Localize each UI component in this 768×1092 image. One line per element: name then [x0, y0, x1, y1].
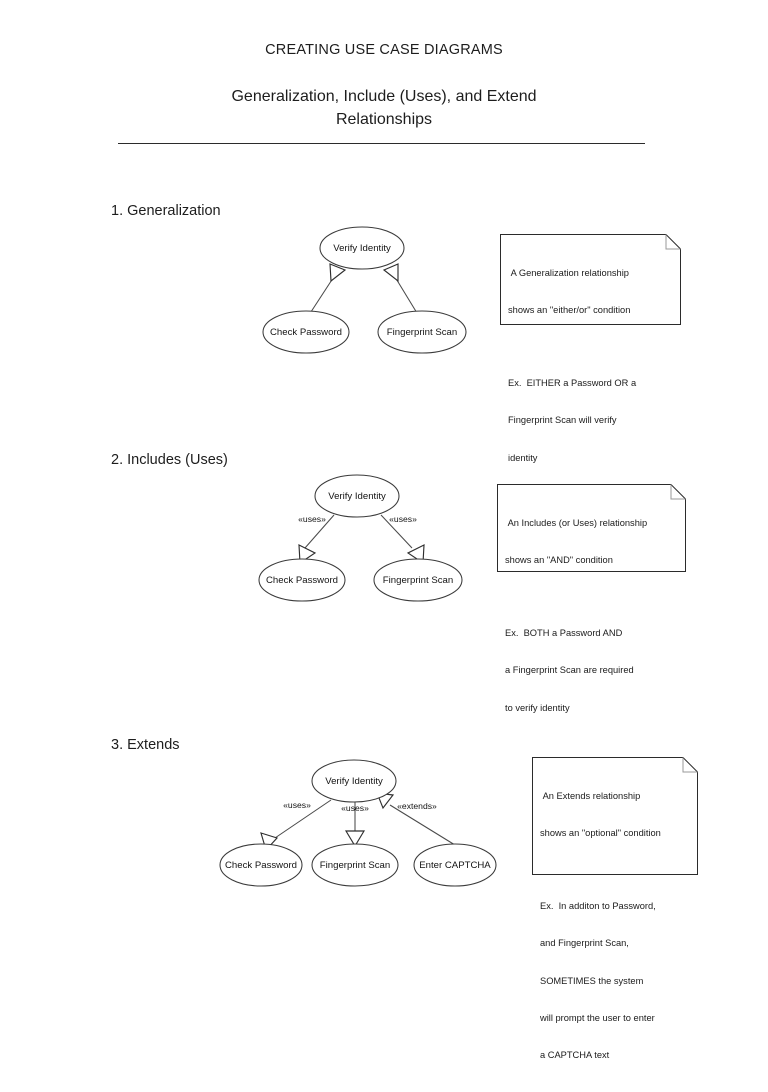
edge-label-uses-right: «uses»: [389, 514, 417, 524]
use-case-label-fingerprint-scan: Fingerprint Scan: [383, 575, 453, 586]
note-body: [500, 234, 681, 325]
note-includes: An Includes (or Uses) relationship shows…: [497, 484, 686, 713]
note-line: Fingerprint Scan will verify: [508, 415, 617, 426]
section-heading-extends: 3. Extends: [111, 737, 180, 753]
use-case-verify-identity: [311, 759, 397, 803]
note-fold-icon: [670, 484, 686, 500]
note-line: a CAPTCHA text: [540, 1049, 610, 1060]
document-subtitle-line1: Generalization, Include (Uses), and Exte…: [231, 88, 537, 105]
note-line: shows an "AND" condition: [505, 555, 613, 566]
use-case-label-verify-identity: Verify Identity: [325, 776, 383, 787]
use-case-label-fingerprint-scan: Fingerprint Scan: [387, 327, 457, 338]
note-body: [532, 757, 698, 875]
note-extends-text: An Extends relationship shows an "option…: [532, 757, 697, 1092]
section-heading-includes: 2. Includes (Uses): [111, 452, 228, 468]
note-line: identity: [508, 452, 538, 463]
use-case-label-check-password: Check Password: [225, 860, 297, 871]
edge-label-uses-left: «uses»: [283, 800, 311, 810]
use-case-enter-captcha: [413, 843, 497, 887]
note-extends-shape: [532, 757, 698, 875]
edge-label-uses-middle: «uses»: [341, 803, 369, 813]
note-line: and Fingerprint Scan,: [540, 938, 629, 949]
document-subtitle-line2: Relationships: [335, 111, 433, 128]
edge-verify-identity-to-fingerprint-scan: [380, 514, 413, 549]
arrowhead-extends: [376, 792, 395, 810]
note-line: shows an "optional" condition: [540, 828, 661, 839]
use-case-check-password: [219, 843, 303, 887]
use-case-label-verify-identity: Verify Identity: [328, 491, 386, 502]
use-case-check-password: [258, 558, 346, 602]
note-generalization-shape: [500, 234, 681, 325]
note-fold-icon: [682, 757, 698, 773]
document-title: CREATING USE CASE DIAGRAMS: [265, 42, 503, 58]
note-line: An Extends relationship: [540, 790, 641, 801]
edge-verify-identity-to-check-password: [304, 514, 335, 549]
use-case-label-enter-captcha: Enter CAPTCHA: [419, 860, 491, 871]
edge-enter-captcha-to-verify-identity: [389, 804, 456, 846]
note-generalization-text: A Generalization relationship shows an "…: [500, 234, 680, 495]
use-case-label-verify-identity: Verify Identity: [333, 243, 391, 254]
note-generalization: A Generalization relationship shows an "…: [500, 234, 681, 463]
edge-label-extends: «extends»: [397, 801, 437, 811]
note-includes-text: An Includes (or Uses) relationship shows…: [497, 484, 685, 745]
arrowhead-uses-left: [298, 544, 317, 565]
note-line: Ex. In additon to Password,: [540, 901, 656, 912]
note-line: will prompt the user to enter: [540, 1012, 655, 1023]
section-heading-generalization: 1. Generalization: [111, 203, 221, 219]
note-line: to verify identity: [505, 702, 570, 713]
note-body: [497, 484, 686, 572]
use-case-label-check-password: Check Password: [266, 575, 338, 586]
arrowhead-uses-left: [260, 832, 279, 852]
note-extends: An Extends relationship shows an "option…: [532, 757, 698, 1060]
edge-verify-identity-to-check-password: [271, 799, 332, 841]
document-subtitle: Generalization, Include (Uses), and Exte…: [0, 85, 768, 131]
note-paragraph-gap: [505, 591, 677, 602]
arrowhead-uses-right: [406, 544, 425, 565]
arrowhead-uses-middle: [344, 830, 366, 848]
note-line: An Includes (or Uses) relationship: [505, 517, 648, 528]
note-paragraph-gap: [540, 864, 689, 875]
note-fold-icon: [665, 234, 681, 250]
use-case-fingerprint-scan: [311, 843, 399, 887]
note-line: Ex. EITHER a Password OR a: [508, 378, 637, 389]
edge-fingerprint-scan-to-verify-identity: [391, 271, 421, 319]
edge-label-uses-left: «uses»: [298, 514, 326, 524]
header-divider: [118, 143, 645, 144]
use-case-verify-identity: [319, 226, 405, 270]
note-line: SOMETIMES the system: [540, 975, 644, 986]
use-case-label-fingerprint-scan: Fingerprint Scan: [320, 860, 390, 871]
note-line: Ex. BOTH a Password AND: [505, 628, 623, 639]
arrowhead-generalization-right: [382, 263, 399, 283]
use-case-fingerprint-scan: [373, 558, 463, 602]
note-includes-shape: [497, 484, 686, 572]
use-case-label-check-password: Check Password: [270, 327, 342, 338]
use-case-verify-identity: [314, 474, 400, 518]
note-line: A Generalization relationship: [508, 267, 629, 278]
use-case-check-password: [262, 310, 350, 354]
note-paragraph-gap: [508, 341, 672, 352]
use-case-fingerprint-scan: [377, 310, 467, 354]
document-page: CREATING USE CASE DIAGRAMS Generalizatio…: [0, 42, 768, 1060]
note-line: a Fingerprint Scan are required: [505, 665, 634, 676]
note-line: shows an "either/or" condition: [508, 305, 631, 316]
arrowhead-generalization-left: [329, 263, 347, 283]
edge-check-password-to-verify-identity: [306, 271, 338, 319]
